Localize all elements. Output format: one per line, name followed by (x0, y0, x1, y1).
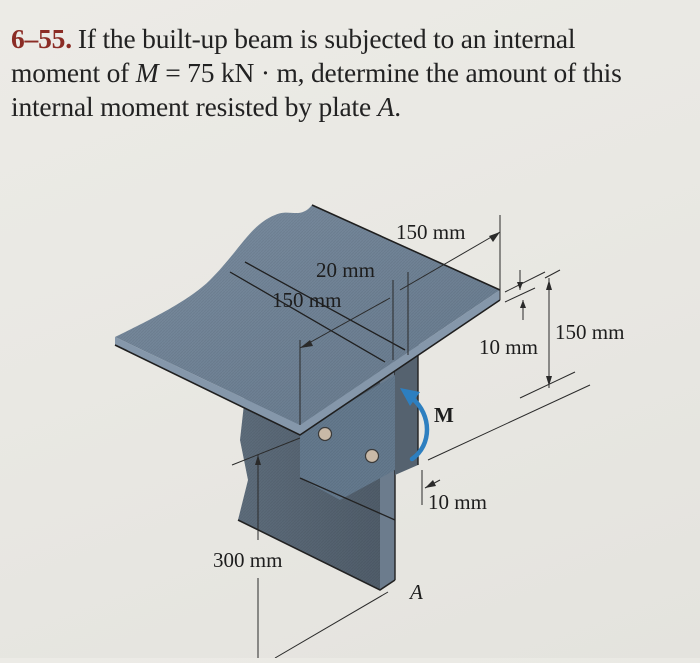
dim-plate-depth: 300 mm (213, 548, 283, 572)
dim-flange-half-width: 150 mm (272, 288, 342, 312)
bolt-1 (317, 426, 333, 442)
arrowheads (255, 232, 552, 488)
moment-arrow (400, 388, 430, 462)
top-flange (114, 204, 501, 436)
problem-number: 6–55. (11, 23, 72, 54)
problem-statement: 6–55.If the built-up beam is subjected t… (11, 22, 700, 124)
plate-a-label: A (410, 580, 423, 604)
dim-flange-thickness: 10 mm (479, 335, 538, 359)
moment-variable: M (135, 57, 159, 88)
moment-label: M (434, 403, 454, 427)
problem-line-1: 6–55.If the built-up beam is subjected t… (11, 23, 576, 54)
dim-web-gap: 20 mm (316, 258, 375, 282)
problem-line-3: internal moment resisted by plate A. (11, 91, 401, 122)
dim-plate-thickness: 10 mm (428, 490, 487, 514)
plate-variable: A (377, 91, 395, 122)
dim-top-flange-width: 150 mm (396, 220, 466, 244)
angle-leg (299, 375, 396, 521)
dim-angle-leg-height: 150 mm (555, 320, 625, 344)
dimension-lines (231, 215, 591, 659)
problem-line-2: moment of M = 75 kN · m, determine the a… (11, 57, 622, 88)
bolt-2 (364, 448, 380, 464)
